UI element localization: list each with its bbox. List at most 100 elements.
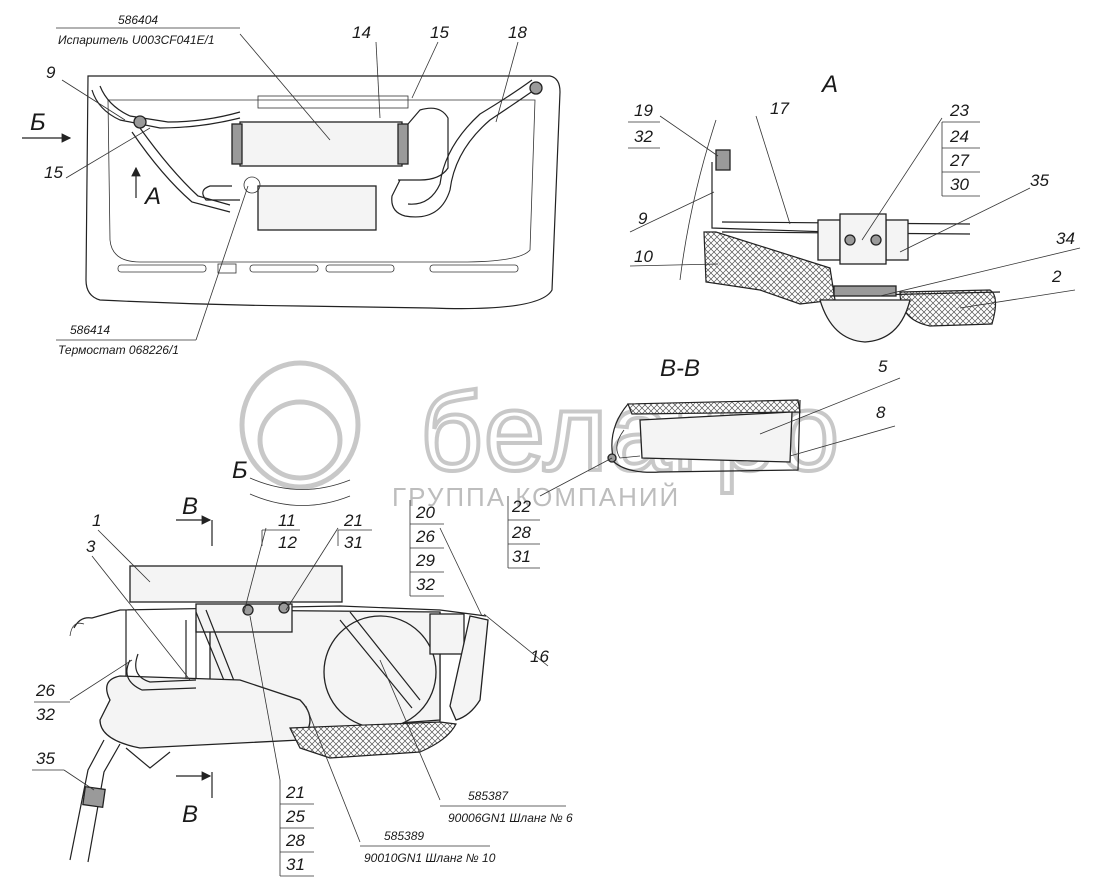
callout-30: 30 <box>950 175 969 194</box>
callout-21-top: 21 <box>343 511 363 530</box>
view-arrow-b-label: Б <box>30 109 46 136</box>
view-a-title: А <box>820 71 838 98</box>
callout-box-20-32 <box>409 500 444 597</box>
hose-left-2 <box>99 85 241 123</box>
leader-15-left <box>65 127 151 179</box>
bracket-9 <box>711 162 831 233</box>
callout-32-a: 32 <box>634 127 653 146</box>
top-view: Б А 9 15 14 15 18 586404 Испаритель U003… <box>22 13 561 357</box>
hose-lower-2 <box>131 131 231 213</box>
clamp-left <box>817 219 841 261</box>
vv-inner-line <box>616 429 641 459</box>
callout-20: 20 <box>415 503 435 522</box>
callout-box-11-12 <box>261 529 300 546</box>
hose10-code: 585389 <box>384 829 424 843</box>
leader-15-top <box>411 41 439 99</box>
callout-12: 12 <box>278 533 297 552</box>
view-b-arc-2 <box>249 493 351 506</box>
callout-26-top: 26 <box>415 527 435 546</box>
callout-32-top: 32 <box>416 575 435 594</box>
evaporator-name: Испаритель U003CF041E/1 <box>58 33 215 47</box>
leader-19 <box>659 115 719 157</box>
thermo-pipe <box>202 185 240 201</box>
callout-34: 34 <box>1056 229 1075 248</box>
thermostat-bulb <box>243 176 261 194</box>
tube-26 <box>126 659 197 691</box>
callout-9-top: 9 <box>46 63 56 82</box>
leader-hose6 <box>379 659 441 801</box>
callout-16: 16 <box>530 647 549 666</box>
callout-24: 24 <box>949 127 969 146</box>
leader-14 <box>375 41 381 119</box>
leader-10 <box>629 263 719 267</box>
callout-31-vv: 31 <box>512 547 531 566</box>
callout-9-a: 9 <box>638 209 648 228</box>
panel-right <box>449 615 489 721</box>
insulation-bottom <box>289 721 457 759</box>
leader-8 <box>789 425 896 457</box>
callout-27: 27 <box>949 151 969 170</box>
fitting-right <box>529 81 543 95</box>
callout-5: 5 <box>878 357 888 376</box>
hose-lower <box>139 127 231 206</box>
hose-35-b <box>87 743 121 863</box>
leader-22 <box>539 457 613 497</box>
drain-body <box>819 299 911 343</box>
slot-2 <box>249 264 319 273</box>
callout-11: 11 <box>278 511 296 530</box>
watermark-tagline: ГРУППА КОМПАНИЙ <box>392 482 680 512</box>
slot-4 <box>429 264 519 273</box>
section-vv-title: В-В <box>660 355 700 382</box>
hose-right <box>391 85 541 218</box>
roof-profile-2 <box>69 622 85 637</box>
clamp-right <box>885 219 909 261</box>
callout-21-bottom: 21 <box>285 783 305 802</box>
cut-label-bottom: В <box>182 801 198 828</box>
evaporator-code: 586404 <box>118 13 158 27</box>
callout-box-19-32 <box>628 121 660 149</box>
callout-box-23-30 <box>941 121 980 197</box>
callout-26-left: 26 <box>35 681 55 700</box>
leader-thermo <box>195 185 249 341</box>
support-leg <box>125 747 171 769</box>
bolt-19 <box>715 149 731 171</box>
thermostat-name: Термостат 068226/1 <box>58 343 179 357</box>
callout-18: 18 <box>508 23 527 42</box>
callout-3: 3 <box>86 537 96 556</box>
leader-9-top <box>61 79 126 121</box>
small-plate <box>217 263 237 274</box>
callout-28-vv: 28 <box>511 523 531 542</box>
callout-box-22-31 <box>507 496 540 569</box>
callout-box-21-31-bottom <box>279 780 314 877</box>
seal-34 <box>833 285 897 297</box>
blower-blade <box>339 611 421 709</box>
housing-inner <box>107 99 536 263</box>
hose-35-ferrule <box>82 785 106 809</box>
wall-line <box>679 119 717 281</box>
evaporator-end-right <box>397 123 409 165</box>
callout-1: 1 <box>92 511 101 530</box>
callout-35-b: 35 <box>36 749 55 768</box>
leader-21-bottom <box>249 615 281 781</box>
leader-3 <box>91 555 191 681</box>
callout-2: 2 <box>1051 267 1062 286</box>
view-arrow-a-label: А <box>143 183 161 210</box>
callout-23: 23 <box>949 101 969 120</box>
callout-17: 17 <box>770 99 789 118</box>
callout-35-a: 35 <box>1030 171 1049 190</box>
leader-34 <box>879 247 1081 297</box>
slot-3 <box>325 264 395 273</box>
leader-evap <box>239 33 331 141</box>
view-b: Б В В <box>32 457 573 877</box>
leader-2 <box>959 289 1076 309</box>
panel-2 <box>899 289 997 327</box>
leader-16 <box>483 613 549 667</box>
callout-15-top: 15 <box>430 23 449 42</box>
watermark-logo-outer <box>239 360 361 490</box>
insulation-10 <box>703 231 836 305</box>
leader-hose10 <box>305 705 361 843</box>
top-plate <box>257 95 409 109</box>
housing-outline <box>85 75 561 310</box>
section-vv: В-В 5 8 22 28 31 <box>507 355 901 569</box>
